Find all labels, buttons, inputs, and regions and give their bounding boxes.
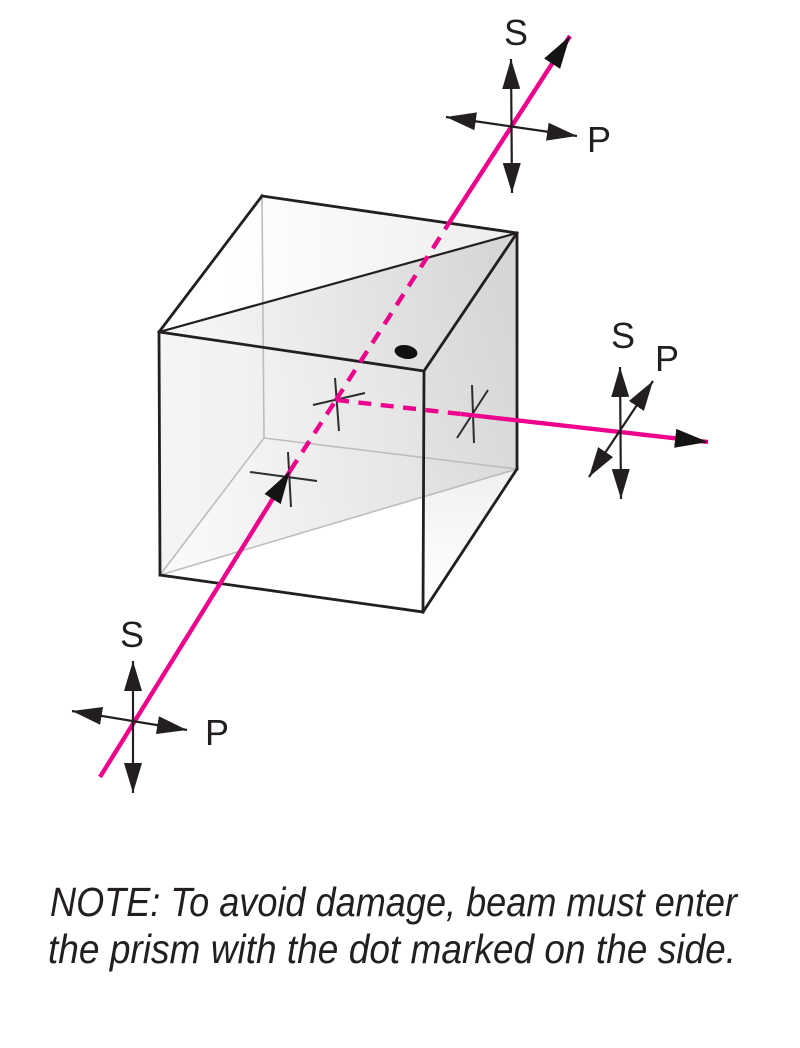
p-label-output-top: P (587, 119, 611, 160)
cube-edge-bottom-right (421, 467, 519, 614)
diagonal-tick-vertical (334, 377, 340, 432)
cube-edge-front-left (157, 330, 162, 577)
cube-edge-front-right (421, 369, 426, 614)
note-text-line1: NOTE: To avoid damage, beam must enter (50, 879, 739, 925)
polarization-marker-input: S P (71, 614, 229, 793)
caution-note: NOTE: To avoid damage, beam must enter t… (48, 879, 739, 972)
reflected-output-beam (447, 34, 572, 225)
p-label-output-side: P (655, 338, 679, 379)
s-label-output-top: S (504, 12, 528, 53)
note-text-line2: the prism with the dot marked on the sid… (48, 926, 736, 972)
p-polarization-arrow-input (71, 707, 188, 734)
cube-edge-top-right (422, 231, 519, 373)
p-label-input: P (205, 712, 229, 753)
beamsplitter-diagonal-plane (159, 233, 517, 575)
p-polarization-arrow-top (445, 112, 578, 141)
p-polarization-arrow-side (588, 380, 654, 478)
input-beam-internal-dashed (288, 398, 338, 473)
polarization-marker-output-side: S P (588, 315, 679, 500)
cube-edge-top-left (157, 194, 264, 334)
s-label-output-side: S (611, 315, 635, 356)
cube-hidden-edge-back-left (261, 195, 265, 439)
cube-edge-bottom-front (158, 573, 425, 614)
cube-hidden-edge-bottom-diagonal (159, 468, 518, 576)
prism-cube (157, 194, 519, 614)
cube-edge-top-front (157, 330, 426, 373)
diagonal-plane-top-edge (157, 231, 519, 334)
reflected-beam-internal-dashed (334, 221, 451, 402)
cube-hidden-edge-bottom-left (159, 437, 265, 576)
s-label-input: S (120, 614, 144, 655)
cube-top-face-back-triangle (159, 196, 517, 332)
polarization-marker-output-top: S P (445, 12, 611, 194)
cube-edge-top-back (260, 194, 519, 235)
orientation-dot-marker (394, 345, 418, 359)
transmitted-output-beam (460, 411, 709, 448)
s-polarization-arrow-side (611, 366, 630, 500)
